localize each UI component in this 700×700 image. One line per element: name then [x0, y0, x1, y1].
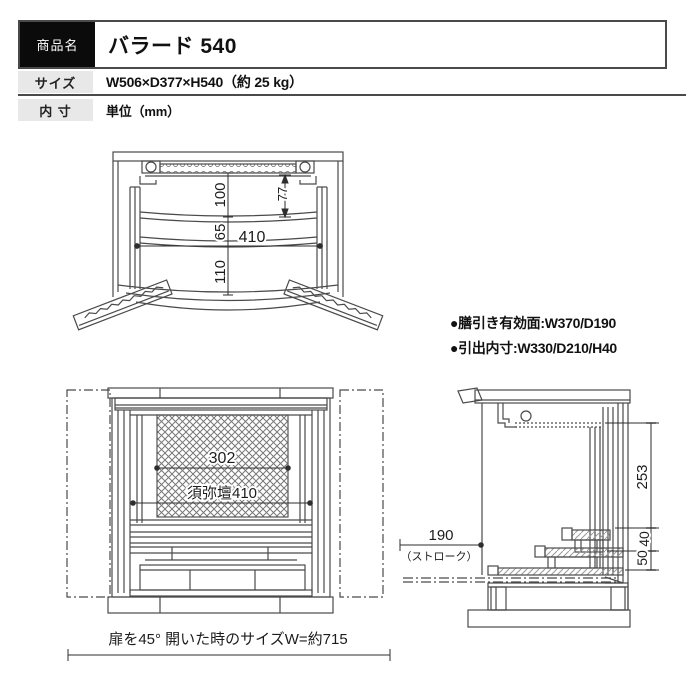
dim-depth-110: 110 [212, 260, 229, 284]
step-1 [571, 529, 611, 541]
dim-depth-77: 77 [275, 187, 290, 201]
open-door-width-caption: 扉を45° 開いた時のサイズW=約715 [108, 631, 347, 648]
side-view-dim-lines [399, 422, 659, 571]
base-plinth [467, 609, 631, 628]
dim-width-302: 302 [209, 450, 236, 467]
step-2 [544, 547, 624, 558]
left-door-swing-outline [66, 389, 111, 598]
dim-depth-100: 100 [212, 182, 229, 207]
product-name-label: 商品名 [20, 22, 95, 67]
dim-height-40: 40 [636, 531, 652, 547]
side-view-cabinet [403, 387, 631, 628]
right-door-swing-outline [339, 389, 384, 598]
dim-stroke-190: 190 [428, 527, 453, 544]
plinth [107, 596, 334, 614]
step-3 [497, 567, 624, 576]
roller-icon [520, 410, 532, 422]
top-view-drawing: 100 65 110 77 410 [72, 151, 384, 331]
inner-dim-row: 内 寸 単位（mm） [18, 99, 180, 121]
dim-height-253: 253 [634, 464, 651, 489]
size-row: サイズ W506×D377×H540（約 25 kg） [18, 71, 303, 93]
size-label: サイズ [18, 71, 93, 93]
left-open-door [72, 279, 173, 331]
top-view-cabinet-outline [112, 151, 344, 311]
dim-stroke-label: （ストローク） [401, 550, 478, 563]
top-view-dim-lines [134, 172, 323, 296]
inner-dim-label: 内 寸 [18, 99, 93, 121]
separator-line [18, 94, 686, 96]
side-view-drawing: 190 （ストローク） 253 40 50 [399, 387, 659, 628]
dim-width-410: 410 [239, 229, 266, 246]
product-header-row: 商品名 バラード 540 [18, 20, 667, 69]
right-open-door [283, 279, 384, 331]
front-view-cabinet [107, 387, 334, 614]
unit-value: 単位（mm） [106, 103, 180, 119]
ranma-strip [159, 163, 297, 174]
interior-bracket [497, 403, 517, 428]
dim-depth-65: 65 [212, 224, 229, 241]
right-hinge-icon [299, 161, 311, 173]
note-zen-biki: ●膳引き有効面:W370/D190 [450, 315, 616, 331]
lattice-panel [156, 414, 289, 518]
left-hinge-icon [145, 161, 157, 173]
note-drawer: ●引出内寸:W330/D210/H40 [450, 340, 617, 356]
front-view-dim-lines [67, 465, 391, 661]
product-name-value: バラード 540 [108, 34, 237, 58]
pedestal [139, 564, 306, 591]
front-view-drawing: 302 須弥壇410 扉を45° 開いた時のサイズW=約715 [66, 387, 391, 661]
spec-notes: ●膳引き有効面:W370/D190 ●引出内寸:W330/D210/H40 [450, 311, 690, 361]
size-value: W506×D377×H540（約 25 kg） [106, 74, 303, 90]
dim-sumidan-410: 須弥壇410 [187, 484, 257, 502]
dim-height-50: 50 [634, 550, 650, 566]
roof-slab [474, 389, 631, 404]
